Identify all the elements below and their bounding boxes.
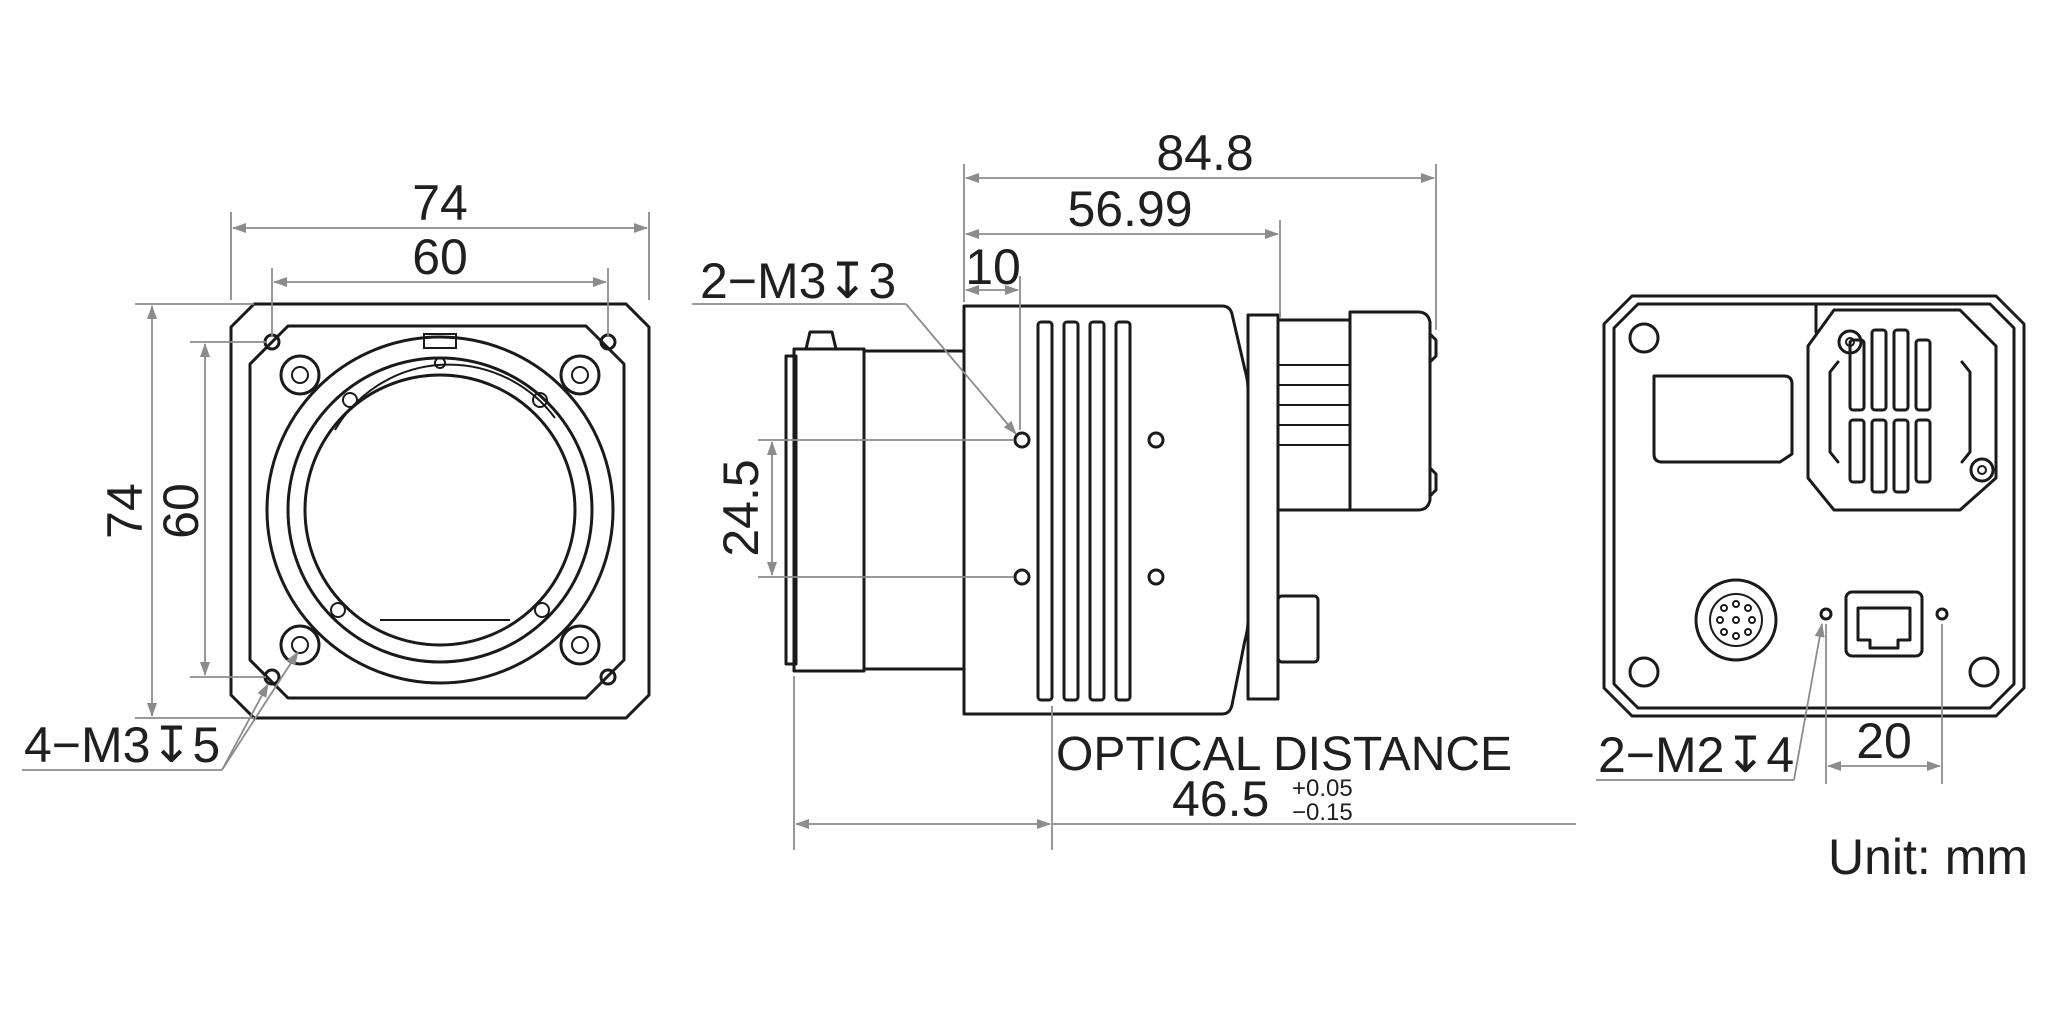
round-connector	[1276, 594, 1320, 664]
m2-hole	[1819, 607, 1833, 621]
callout-leader	[221, 651, 299, 771]
callout-leader	[1793, 623, 1825, 781]
mount-notch	[423, 333, 457, 349]
camera-body	[962, 304, 1250, 716]
m2-hole	[1935, 607, 1949, 621]
vent-side-bar	[1960, 360, 1972, 464]
optical-distance-value: 46.5	[1172, 771, 1269, 827]
vent-side-bar	[1828, 360, 1840, 464]
cooling-fin	[1062, 320, 1080, 702]
mount-ring-outer	[265, 335, 615, 685]
io-connector-icon	[1694, 578, 1778, 662]
side-view: 84.8 56.99 10 2−M3↧3 24.5 OPTICAL DISTAN…	[692, 125, 1576, 850]
m3-hole	[1147, 568, 1165, 586]
vent-slot	[1848, 338, 1866, 412]
screw-icon	[279, 354, 321, 396]
rear-connector-housing	[1276, 318, 1352, 512]
front-plate-outline	[229, 302, 651, 720]
dim-width-outer: 74	[412, 175, 468, 231]
dim-hole-spacing: 24.5	[713, 459, 769, 556]
optical-distance-label: OPTICAL DISTANCE	[1056, 728, 1512, 781]
bayonet-tab-top	[334, 363, 556, 431]
rear-latch	[1428, 332, 1438, 364]
dim-back-spacing: 20	[1856, 713, 1912, 769]
mount-index-dot	[434, 357, 446, 369]
front-inner-plate	[248, 324, 626, 700]
cooling-fin	[1088, 320, 1106, 702]
mount-ring-inner	[303, 373, 577, 647]
vent-slot	[1914, 418, 1932, 484]
back-inner-plate	[1612, 302, 2016, 710]
dim-total-length: 84.8	[1156, 125, 1253, 181]
rear-cover	[1348, 310, 1432, 512]
corner-hole	[1968, 656, 2000, 688]
back-plate-outline	[1602, 294, 2026, 718]
screw-icon	[1969, 457, 1995, 483]
label-plate	[1652, 374, 1794, 464]
front-view: 74 60 74 60 4−M3↧5	[22, 175, 651, 773]
heatsink-frame	[1806, 308, 1998, 512]
cooling-fin	[1036, 320, 1054, 702]
back-view: 2−M2↧4 20	[1596, 294, 2026, 784]
m3-hole	[1013, 431, 1031, 449]
m3-hole	[1147, 431, 1165, 449]
small-screw-icon	[330, 602, 346, 618]
unit-note: Unit: mm	[1828, 829, 2028, 885]
vent-slot	[1870, 418, 1888, 494]
callout-front-thread: 4−M3↧5	[24, 717, 220, 773]
screw-icon	[1837, 329, 1863, 355]
vent-slot	[1914, 338, 1932, 412]
callout-leader	[905, 303, 1017, 435]
ethernet-port-icon	[1844, 590, 1924, 658]
small-screw-icon	[532, 392, 548, 408]
dim-body-length: 56.99	[1067, 181, 1192, 237]
rear-block	[1246, 313, 1280, 701]
rear-latch	[1428, 466, 1438, 498]
mount-latch	[804, 330, 838, 351]
small-screw-icon	[534, 602, 550, 618]
corner-hole	[1628, 656, 1660, 688]
mount-neck	[862, 349, 966, 671]
mount-flange	[792, 347, 866, 673]
dim-height-inner: 60	[153, 483, 209, 539]
tolerance-plus: +0.05	[1292, 775, 1353, 802]
vent-slot	[1848, 418, 1866, 484]
dim-offset: 10	[965, 239, 1021, 295]
vent-slot	[1870, 328, 1888, 412]
m3-hole	[599, 668, 617, 686]
mount-lip	[784, 354, 798, 666]
cooling-fin	[1114, 320, 1132, 702]
small-screw-icon	[342, 392, 358, 408]
m3-hole	[1013, 568, 1031, 586]
screw-icon	[279, 624, 321, 666]
screw-icon	[559, 624, 601, 666]
callout-side-thread: 2−M3↧3	[700, 253, 896, 309]
vent-slot	[1892, 418, 1910, 494]
callout-back-thread: 2−M2↧4	[1598, 727, 1794, 783]
vent-slot	[1892, 328, 1910, 412]
dim-height-outer: 74	[97, 483, 153, 539]
screw-icon	[559, 354, 601, 396]
callout-leader	[221, 683, 269, 771]
dim-width-inner: 60	[412, 229, 468, 285]
tolerance-minus: −0.15	[1292, 799, 1353, 826]
corner-hole	[1628, 322, 1660, 354]
